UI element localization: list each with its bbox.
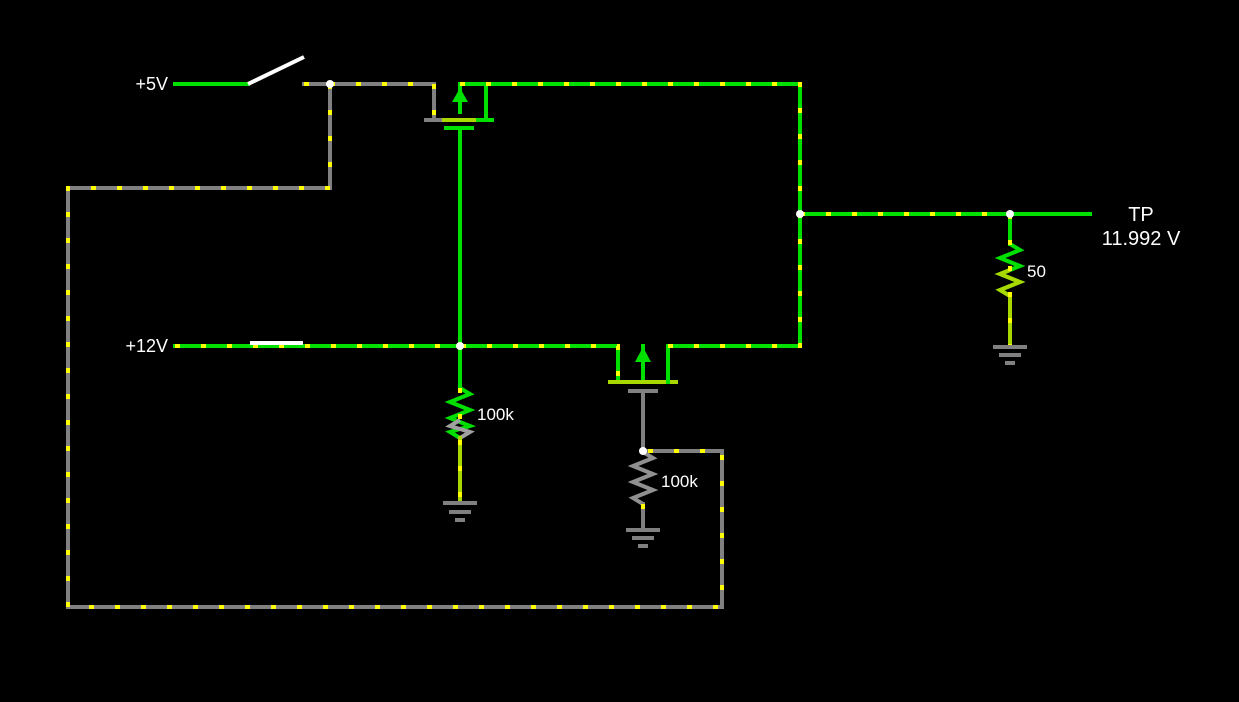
v12-source-wire[interactable] bbox=[173, 341, 620, 384]
wire-bottom-mosfet-drain[interactable] bbox=[666, 212, 802, 348]
tp-label: TP bbox=[1128, 204, 1154, 226]
v12-label: +12V bbox=[125, 336, 168, 356]
tp-reading: 11.992 V bbox=[1102, 228, 1181, 250]
wire-top-rail[interactable] bbox=[458, 82, 802, 216]
r2-label: 100k bbox=[661, 472, 698, 491]
v5-label: +5V bbox=[135, 74, 168, 94]
ground-r1 bbox=[443, 501, 477, 522]
resistor-r1[interactable] bbox=[444, 344, 477, 504]
node-switch-out bbox=[326, 80, 334, 88]
resistor-r2[interactable] bbox=[627, 389, 659, 532]
node-output bbox=[796, 210, 804, 218]
r-load-label: 50 bbox=[1027, 262, 1046, 281]
r1-label: 100k bbox=[477, 405, 514, 424]
ground-load bbox=[993, 345, 1027, 365]
switch[interactable] bbox=[247, 55, 305, 86]
node-r2 bbox=[639, 447, 647, 455]
ground-r2 bbox=[626, 528, 660, 548]
node-v12 bbox=[456, 342, 464, 350]
wire-feedback-loop[interactable] bbox=[66, 82, 724, 609]
node-load bbox=[1006, 210, 1014, 218]
resistor-load[interactable] bbox=[994, 212, 1026, 348]
wire-switch-to-top-mosfet[interactable] bbox=[302, 82, 436, 122]
